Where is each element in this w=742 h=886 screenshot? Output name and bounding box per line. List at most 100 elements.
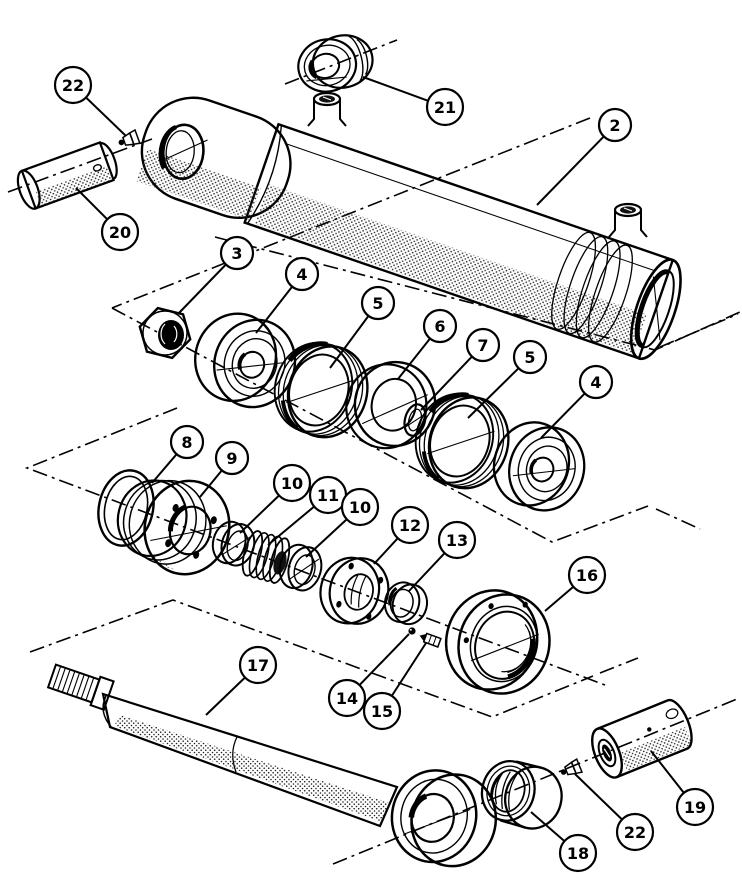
- callout-number: 19: [684, 798, 706, 817]
- callout-number: 10: [281, 474, 303, 493]
- callout-leader-line: [408, 552, 446, 592]
- callout-balloon: [465, 327, 501, 363]
- callout-leader-line: [362, 76, 429, 102]
- callout-balloon: [214, 440, 250, 476]
- part-gland-nut: [444, 589, 551, 695]
- callout-5: 5: [329, 285, 396, 369]
- callout-balloon: [238, 645, 278, 685]
- callout-leader-line: [75, 187, 108, 220]
- callout-leader-line: [420, 355, 473, 411]
- callout-balloon: [425, 87, 465, 127]
- part-piston-flange: [319, 556, 390, 625]
- callout-leader-line: [239, 494, 280, 534]
- callout-13: 13: [408, 520, 477, 592]
- callout-number: 5: [372, 294, 383, 313]
- callout-leader-line: [397, 337, 431, 380]
- callout-leader-line: [530, 811, 566, 842]
- callout-balloon: [169, 424, 205, 460]
- part-pivot-bushing: [297, 34, 374, 93]
- pin-hole: [92, 163, 103, 172]
- callout-number: 12: [399, 516, 421, 535]
- callout-balloon: [272, 463, 312, 503]
- callout-17: 17: [205, 645, 278, 716]
- callout-leader-line: [540, 392, 586, 439]
- port-boss-icon: [608, 202, 648, 238]
- callout-2: 2: [536, 107, 633, 206]
- callout-number: 18: [567, 844, 589, 863]
- callout-22: 22: [574, 773, 655, 852]
- callout-balloon: [597, 107, 633, 143]
- callout-leader-line: [199, 469, 223, 498]
- callout-leader-line: [305, 518, 348, 558]
- plane1-bottom-edge: [111, 307, 649, 543]
- callout-15: 15: [362, 642, 427, 731]
- phantom-lines: [7, 39, 741, 865]
- bushing-axis-line: [284, 39, 398, 85]
- callout-leader-line: [650, 750, 685, 794]
- callout-11: 11: [267, 475, 348, 546]
- callout-leader-line: [358, 633, 410, 686]
- part-seal-ring: [414, 392, 510, 490]
- part-detent-ball: [408, 627, 416, 635]
- plane1-overshoot-dash: [655, 508, 701, 530]
- callout-number: 16: [576, 566, 598, 585]
- rod-eye: [390, 769, 498, 868]
- plane3-overshoot-dash: [599, 657, 639, 674]
- callout-number: 13: [446, 531, 468, 550]
- callout-balloon: [284, 256, 320, 292]
- clevis-hole: [161, 123, 205, 181]
- callout-leader-line: [85, 96, 127, 137]
- plane2-edges: [24, 407, 606, 686]
- part-grease-fitting: [560, 758, 583, 776]
- callout-balloon: [340, 487, 380, 527]
- callout-balloon: [558, 833, 598, 873]
- callout-number: 2: [609, 116, 620, 135]
- callout-7: 7: [420, 327, 501, 411]
- callout-number: 17: [247, 656, 269, 675]
- callout-number: 15: [371, 702, 393, 721]
- callout-number: 7: [477, 336, 488, 355]
- part-piston-rod: [46, 663, 498, 868]
- callout-balloon: [512, 339, 548, 375]
- callout-number: 6: [434, 317, 445, 336]
- part-rod-bushing: [480, 760, 563, 830]
- callout-balloon: [390, 505, 430, 545]
- part-rod-clevis: [591, 698, 693, 779]
- callout-9: 9: [199, 440, 250, 498]
- callout-19: 19: [650, 750, 715, 827]
- callout-18: 18: [530, 811, 598, 873]
- callout-14: 14: [327, 633, 410, 718]
- callout-balloon: [219, 235, 255, 271]
- part-cylinder-barrel: [136, 91, 682, 361]
- plane3-edges: [29, 599, 594, 718]
- callout-balloon: [362, 691, 402, 731]
- callout-22: 22: [53, 65, 127, 137]
- callout-number: 20: [109, 223, 131, 242]
- callout-20: 20: [75, 187, 140, 252]
- callout-leader-line: [536, 135, 605, 206]
- callout-leader-line: [574, 773, 623, 821]
- callout-balloon: [422, 308, 458, 344]
- callout-leader-line: [390, 642, 427, 697]
- callout-number: 22: [62, 76, 84, 95]
- callout-leader-line: [205, 676, 246, 716]
- callout-21: 21: [362, 76, 465, 127]
- callout-16: 16: [544, 555, 607, 612]
- callout-balloon: [578, 364, 614, 400]
- pin-axis-line: [7, 138, 153, 193]
- callout-balloon: [360, 285, 396, 321]
- part-backup-washer: [345, 360, 437, 450]
- callout-leader-line: [177, 263, 227, 315]
- callout-8: 8: [151, 424, 205, 484]
- part-seal-ring: [273, 341, 369, 439]
- part-grease-fitting: [118, 128, 141, 146]
- callout-number: 21: [434, 98, 456, 117]
- callout-leader-line: [373, 537, 399, 565]
- callout-number: 4: [590, 373, 601, 392]
- callout-leader-line: [544, 585, 574, 612]
- callout-balloon: [100, 212, 140, 252]
- rod-assembly-axis-line: [332, 698, 738, 865]
- callout-number: 4: [296, 265, 307, 284]
